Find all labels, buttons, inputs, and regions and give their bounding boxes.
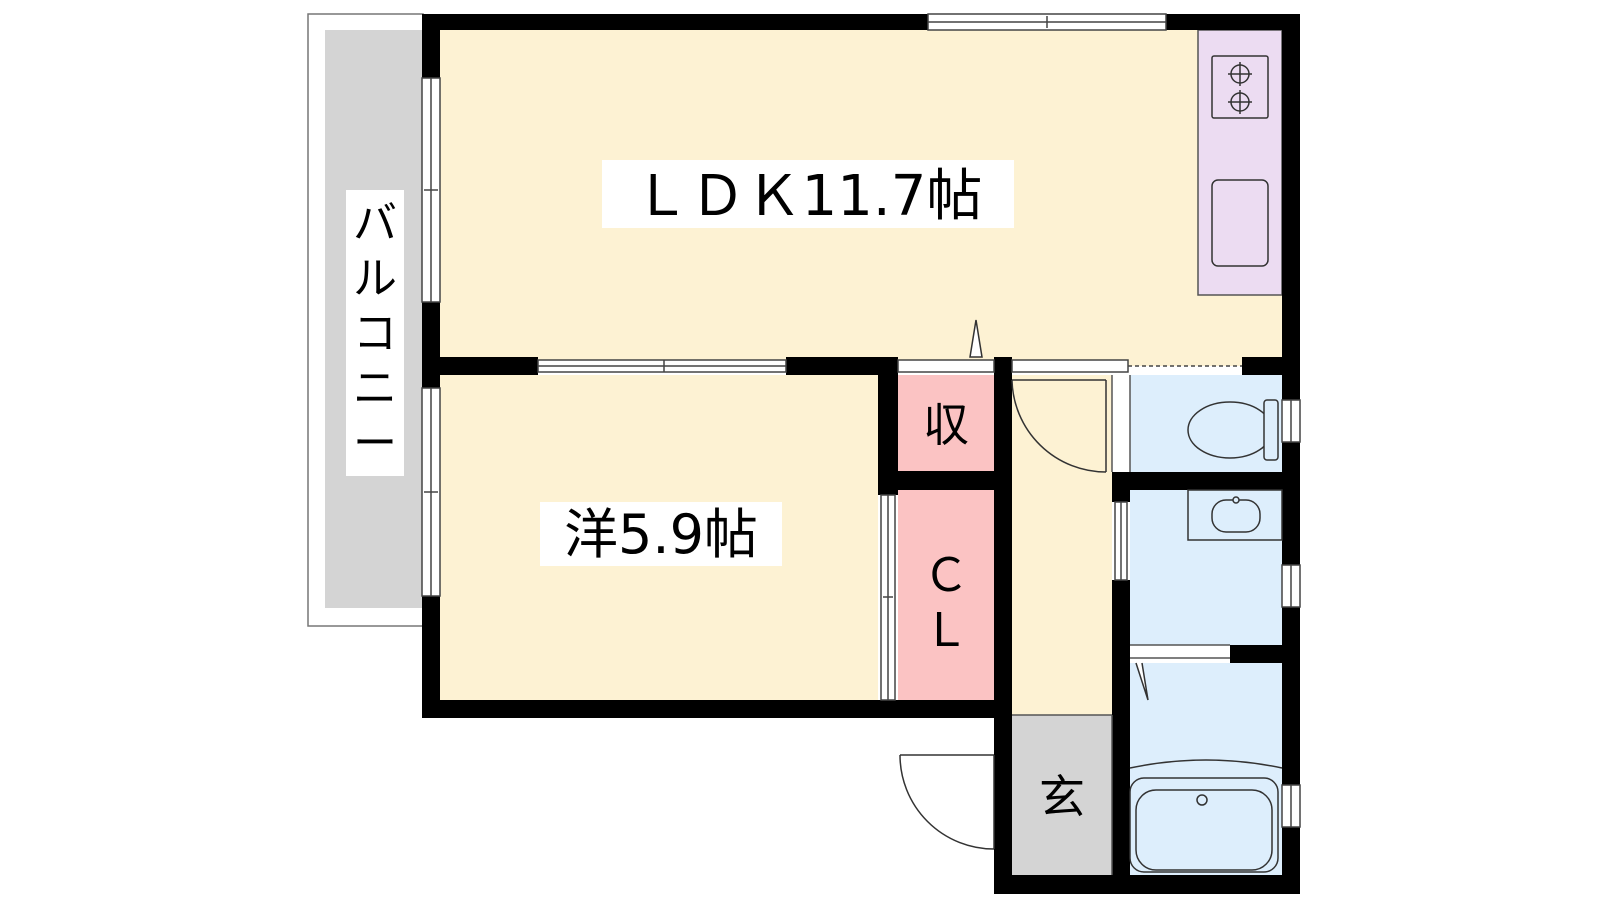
ldk-label: ＬＤＫ11.7帖 — [634, 164, 983, 229]
balcony-label-bg — [346, 190, 404, 476]
kitchen-fixtures — [1211, 55, 1269, 267]
stove — [1211, 55, 1269, 119]
entrance-label: 玄 — [1039, 770, 1085, 824]
corridor-floor — [1012, 375, 1112, 715]
bath-door-marker — [1135, 662, 1149, 701]
ldk-door-marker — [969, 319, 983, 358]
balcony-label-char-3: コ — [353, 308, 397, 359]
balcony-label-char-5: ー — [353, 418, 397, 469]
storage-label: 収 — [923, 398, 969, 452]
windows — [421, 13, 1301, 828]
closet-label-line2: Ｌ — [923, 603, 969, 657]
closet-floor — [898, 490, 994, 700]
entrance-floor — [1012, 715, 1112, 875]
balcony-label-char-1: バ — [353, 198, 397, 249]
western-room-label-bg — [540, 502, 782, 566]
western-room-label: 洋5.9帖 — [564, 503, 758, 566]
walls — [422, 14, 1300, 894]
closet-label-line1: Ｃ — [923, 548, 969, 602]
balcony: バ ル コ ニ ー — [307, 13, 424, 627]
sliding-doors — [537, 359, 1242, 701]
balcony-label-char-4: ニ — [353, 363, 397, 414]
storage-floor — [898, 375, 994, 471]
ldk-label-bg — [602, 160, 1014, 228]
door-swings — [899, 319, 1149, 850]
thin-partitions — [1012, 375, 1230, 875]
balcony-label-char-2: ル — [353, 253, 397, 304]
sink-icon — [1211, 179, 1269, 267]
entrance-door-swing — [899, 754, 995, 850]
bathtub-icon — [1129, 759, 1283, 873]
toilet-icon — [1187, 399, 1279, 461]
toilet-door-swing — [1011, 379, 1107, 473]
washbasin-icon — [1187, 489, 1283, 541]
